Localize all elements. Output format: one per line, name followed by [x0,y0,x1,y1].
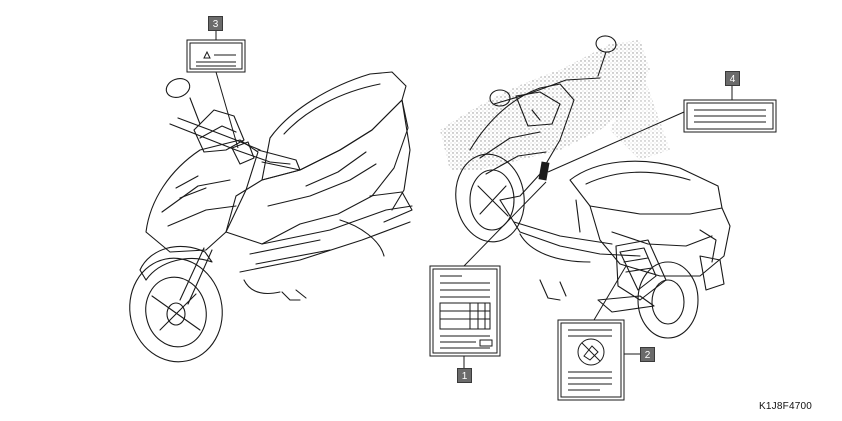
callout-badge-1: 1 [457,368,472,383]
label-3-leader [215,71,239,149]
label-1-plate [429,265,501,357]
label-2-plate [557,319,625,401]
scooter-left-illustration [129,71,413,363]
scooter-right-stipple [440,40,670,170]
label-2-leader [593,265,627,321]
callout-badge-4: 4 [725,71,740,86]
scooter-right-illustration [455,35,731,339]
label-4-leader [547,111,685,173]
callout-badge-3: 3 [208,16,223,31]
part-code-label: K1J8F4700 [759,401,812,412]
label-3-plate [186,39,246,73]
callout-badge-2: 2 [640,347,655,362]
label-4-plate [683,99,777,133]
label-1-leader [463,181,547,267]
